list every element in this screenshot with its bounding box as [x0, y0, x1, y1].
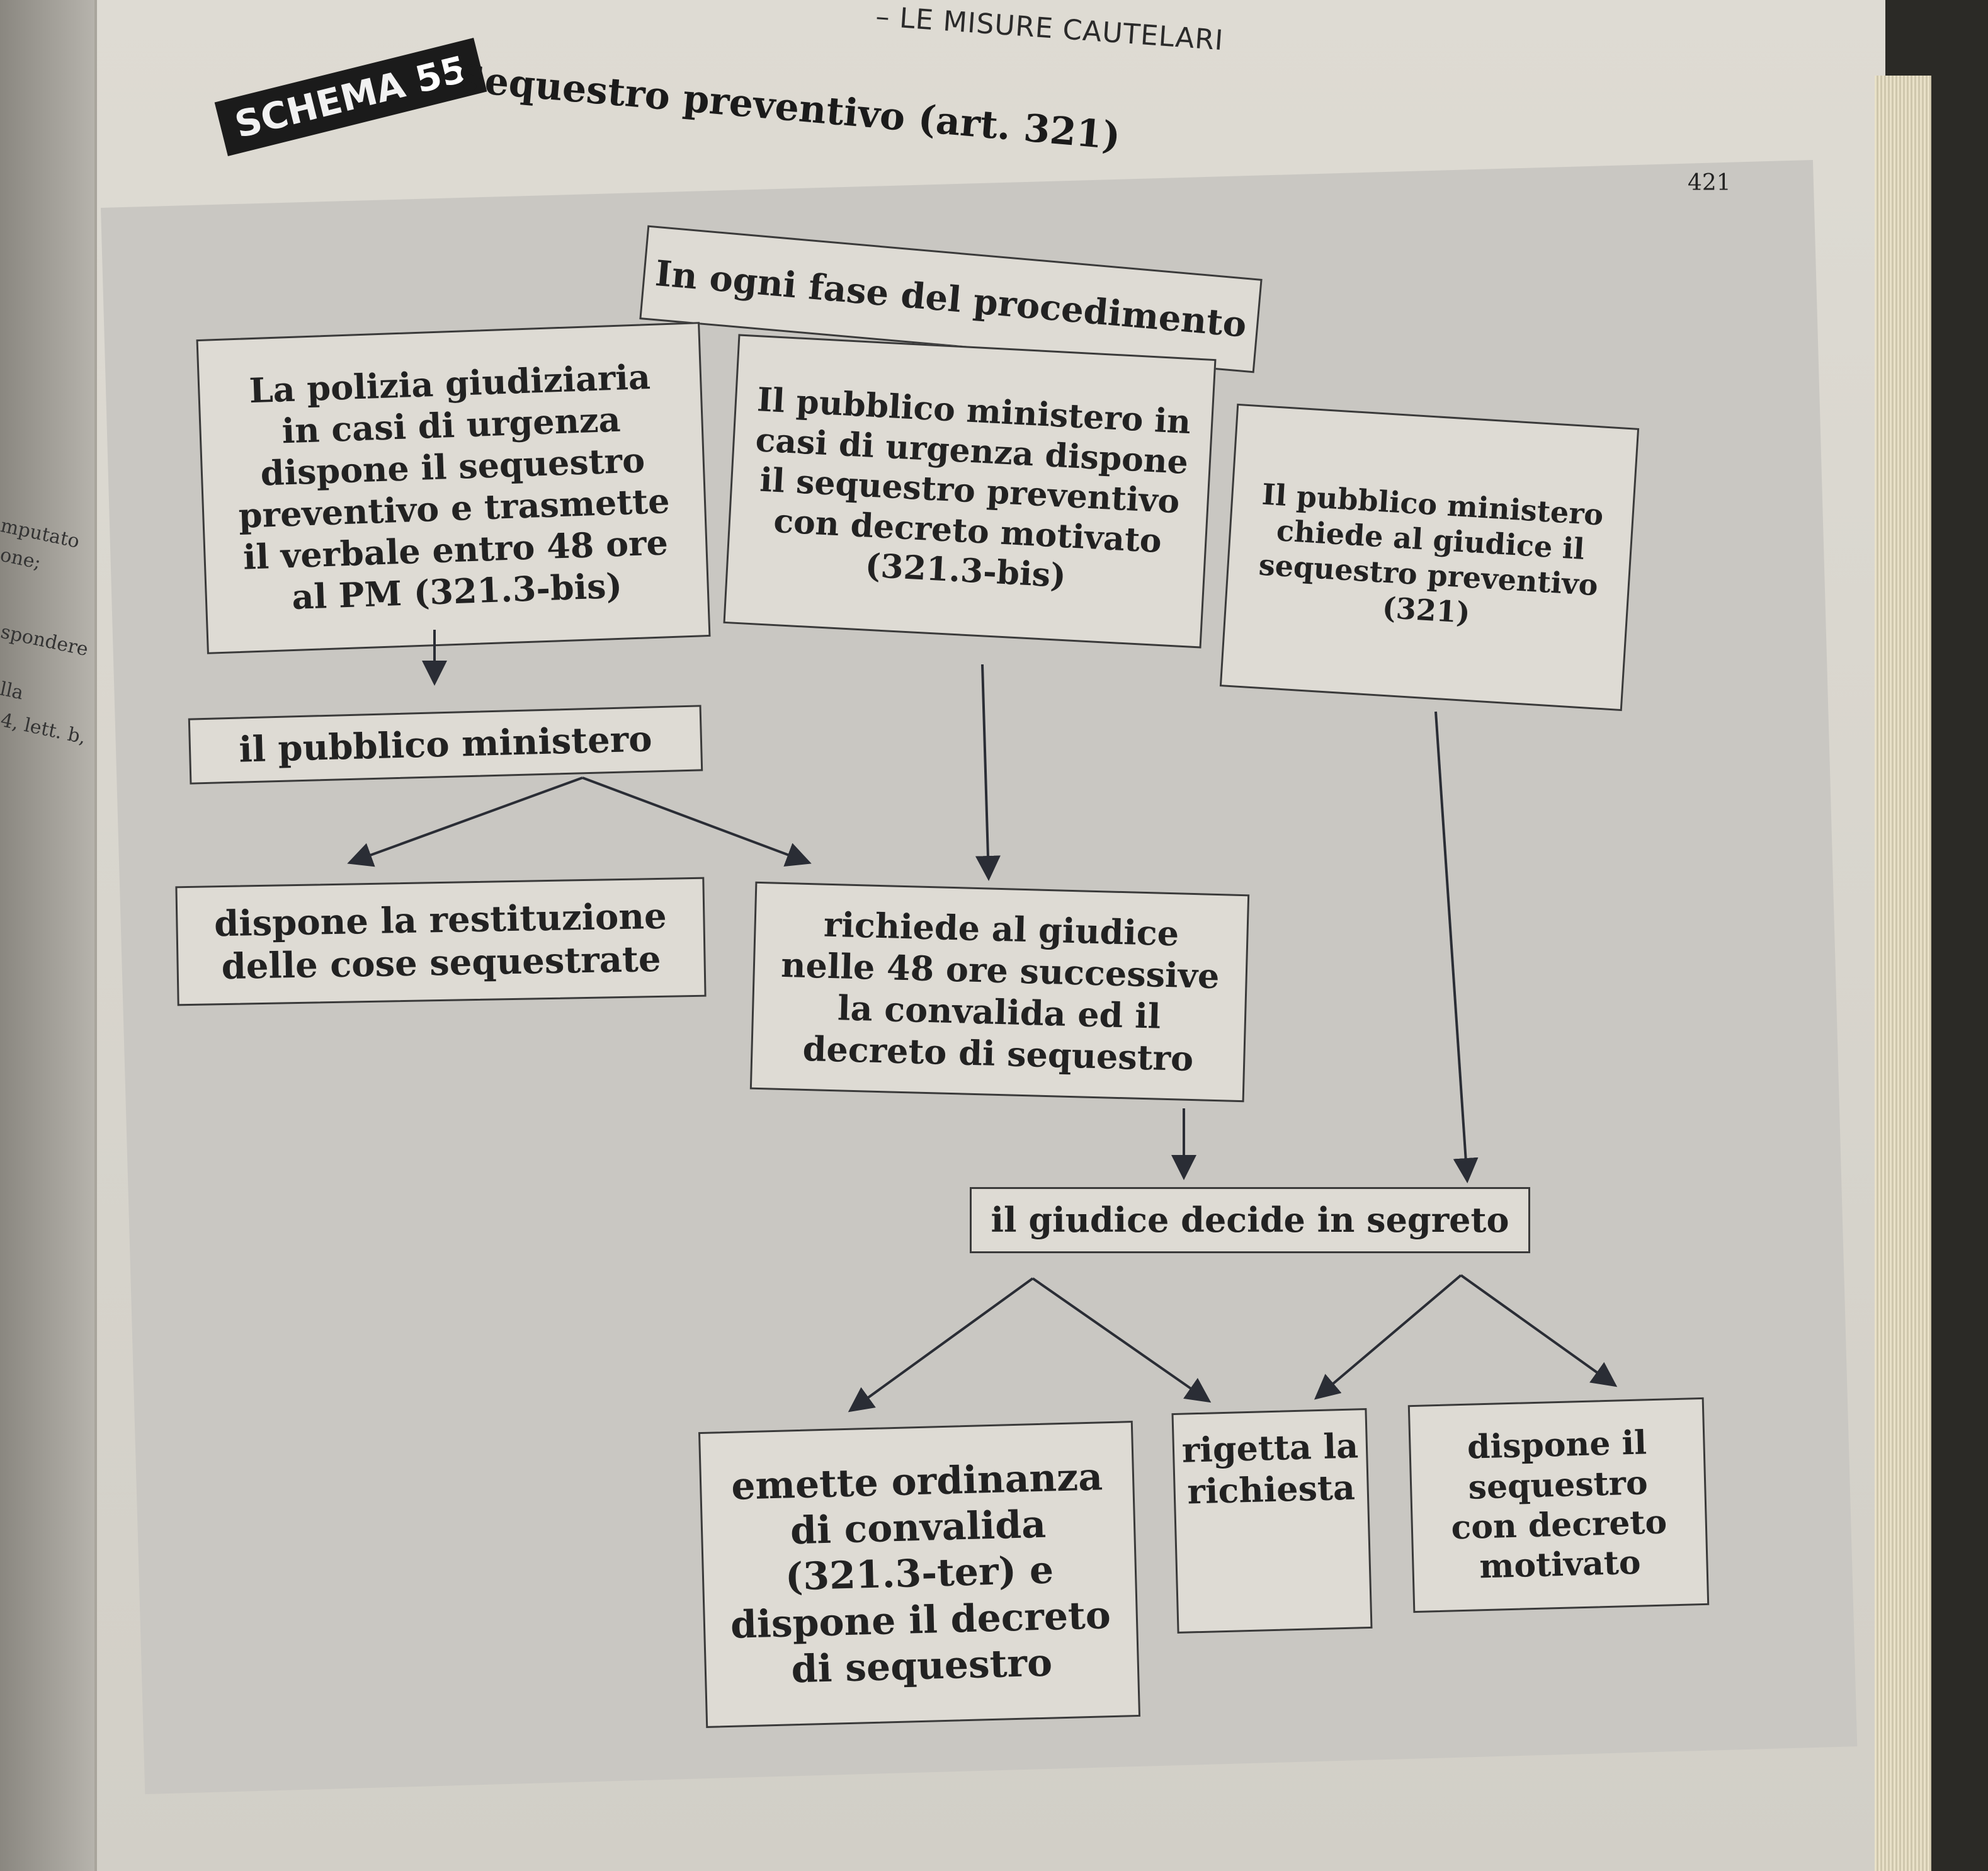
arrow-giudice-to-rigetta-left	[1031, 1277, 1212, 1403]
arrow-pm-to-restituzione	[347, 776, 583, 867]
giudice-text: il giudice decide in segreto	[991, 1199, 1509, 1240]
arrow-giudice-to-rigetta-right	[1314, 1274, 1462, 1400]
page-number: 421	[1688, 170, 1731, 196]
arrow-giudice-to-ordinanza	[848, 1277, 1034, 1413]
arrow-pm-chiede-to-giudice	[1434, 711, 1479, 1183]
arrow-pm-urgenza-to-richiede	[975, 664, 1001, 881]
page-edge	[1875, 76, 1931, 1871]
arrow-pm-to-richiede	[582, 776, 812, 867]
box-giudice: il giudice decide in segreto	[970, 1187, 1530, 1253]
arrow-giudice-to-dispone-sequestro	[1460, 1274, 1618, 1387]
